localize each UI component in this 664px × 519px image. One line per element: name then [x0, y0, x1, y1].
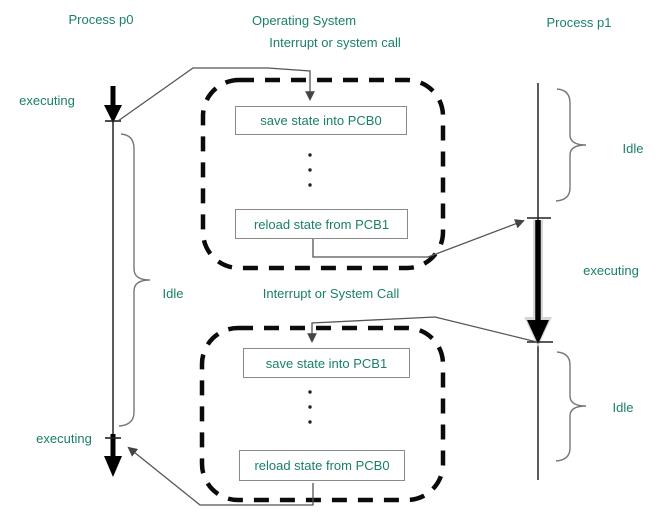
process-p0-title: Process p0 [68, 12, 134, 27]
p0-idle-brace-icon [118, 133, 151, 427]
p1-idle-top-label: Idle [622, 141, 644, 156]
save-state-pcb0-box: save state into PCB0 [235, 106, 407, 135]
operating-system-title: Operating System [251, 13, 357, 28]
os-bottom-ellipsis-icon [308, 390, 312, 424]
os-top-ellipsis-icon [308, 153, 312, 187]
reload-state-pcb1-box: reload state from PCB1 [235, 209, 408, 239]
interrupt-system-call-middle-label: Interrupt or System Call [262, 286, 400, 301]
p0-executing-top-label: executing [19, 93, 75, 108]
p1-idle-brace-top-icon [555, 88, 587, 202]
os-dashed-box-bottom [199, 325, 446, 503]
p0-executing-arrow-top-icon [104, 86, 122, 123]
p1-idle-bottom-label: Idle [612, 400, 634, 415]
p1-executing-label: executing [583, 263, 639, 278]
p0-executing-bottom-label: executing [36, 431, 92, 446]
connector-p1-to-save-pcb1 [307, 316, 538, 343]
interrupt-system-call-top-label: Interrupt or system call [269, 35, 401, 50]
p0-timeline [104, 86, 151, 477]
p0-executing-arrow-bottom-icon [104, 434, 122, 477]
p0-idle-label: Idle [162, 286, 184, 301]
connector-reload-pcb0-to-p0 [127, 446, 314, 506]
p1-timeline [524, 83, 587, 480]
save-state-pcb1-box: save state into PCB1 [243, 348, 410, 378]
connector-p0-to-save-pcb0 [117, 67, 315, 122]
process-p1-title: Process p1 [546, 15, 612, 30]
p1-executing-arrow-icon [524, 217, 553, 347]
p1-idle-brace-bottom-icon [555, 351, 587, 462]
os-dashed-box-top [200, 77, 446, 271]
reload-state-pcb0-box: reload state from PCB0 [239, 450, 405, 481]
connector-reload-pcb1-to-p1 [312, 219, 525, 258]
